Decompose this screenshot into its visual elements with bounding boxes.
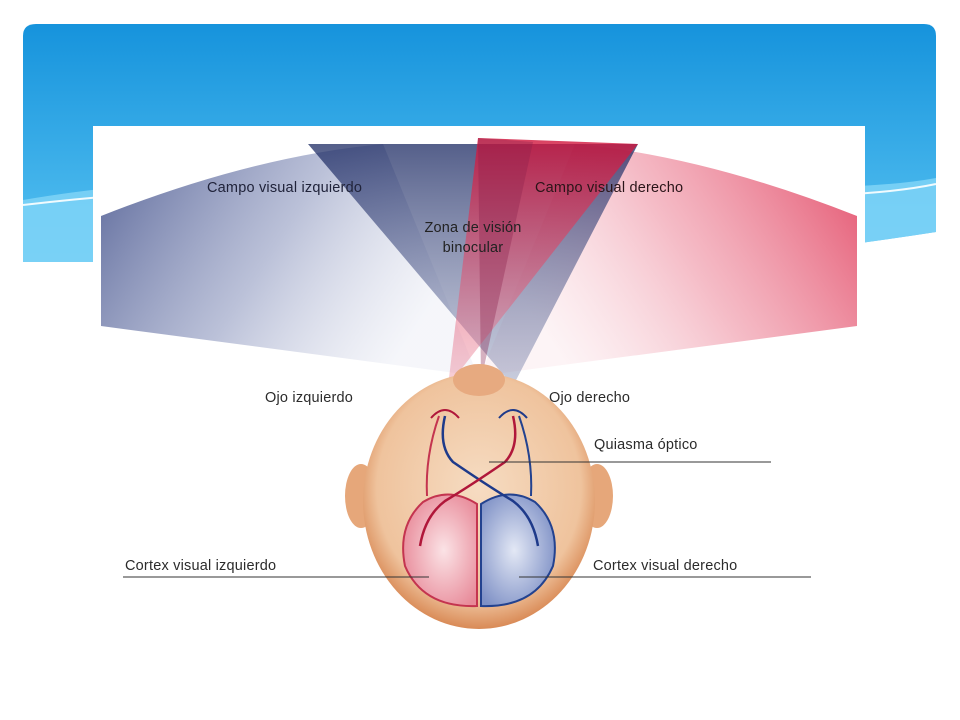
left-optic-nerve: [441, 415, 540, 547]
diagram-graphic: [101, 138, 857, 629]
visual-pathway-diagram: Campo visual izquierdo Campo visual dere…: [93, 126, 865, 666]
right-optic-nerve-blue: [518, 415, 533, 497]
right-visual-cortex-label: Cortex visual derecho: [593, 558, 738, 574]
right-visual-field-label: Campo visual derecho: [535, 180, 684, 196]
binocular-zone-label-line2: binocular: [442, 240, 504, 256]
binocular-zone-label-line1: Zona de visión: [424, 220, 522, 236]
right-eye-icon: [498, 409, 528, 419]
right-eye-cone: [448, 138, 638, 386]
left-eye-icon: [430, 409, 460, 419]
head-outline: [363, 373, 595, 629]
left-visual-field-label: Campo visual izquierdo: [207, 180, 363, 196]
left-eye-label: Ojo izquierdo: [265, 390, 354, 406]
optic-chiasm-label: Quiasma óptico: [594, 437, 698, 453]
head: [345, 364, 613, 629]
binocular-zone-label: Zona de visión binocular: [383, 218, 563, 258]
left-optic-nerve-red: [425, 415, 440, 497]
right-visual-cortex: [480, 493, 556, 608]
right-optic-nerve: [418, 415, 517, 547]
binocular-zone: [478, 138, 533, 381]
left-visual-cortex: [402, 493, 478, 608]
left-visual-cortex-label: Cortex visual izquierdo: [125, 558, 277, 574]
nose: [453, 364, 505, 396]
right-eye-label: Ojo derecho: [549, 390, 631, 406]
